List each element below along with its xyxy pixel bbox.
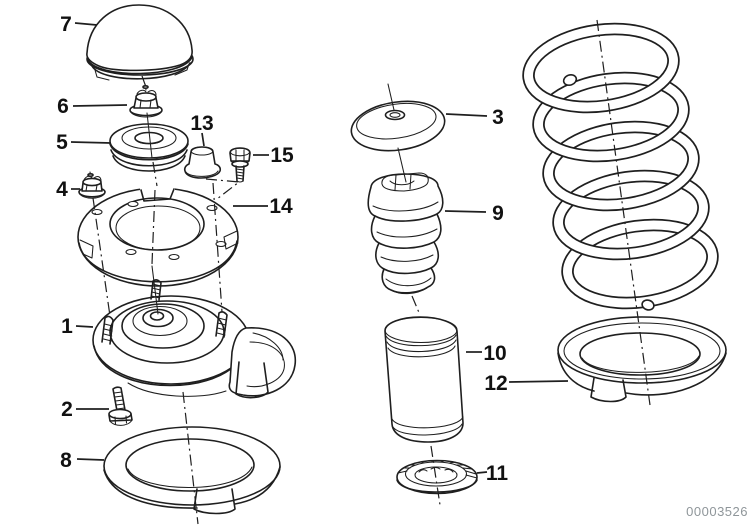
part-support-bearing <box>109 123 189 172</box>
leader-line-7 <box>74 22 98 26</box>
leader-line-11 <box>476 471 488 474</box>
part-lock-nut <box>129 83 163 118</box>
part-retaining-ring <box>396 459 478 495</box>
callout-10: 10 <box>483 342 506 365</box>
leader-line-6 <box>72 104 128 107</box>
callout-11: 11 <box>486 462 509 485</box>
part-rubber-buffer <box>367 172 444 295</box>
part-dust-cap <box>86 4 194 81</box>
part-upper-spring-pad <box>103 426 281 515</box>
callout-8: 8 <box>60 449 72 472</box>
part-washer-cap <box>350 100 446 152</box>
leader-line-5 <box>70 141 112 144</box>
part-bolt-15 <box>229 147 251 183</box>
callout-9: 9 <box>492 202 504 225</box>
callout-14: 14 <box>269 195 293 218</box>
part-nut-4 <box>78 171 106 199</box>
part-guide-support <box>92 279 297 399</box>
part-lower-spring-pad <box>557 316 727 403</box>
part-screw-2 <box>108 386 133 426</box>
spring-wire-end-bottom <box>641 299 655 311</box>
part-protection-tube <box>384 316 464 443</box>
center-lines <box>92 19 651 525</box>
part-reinforcement-plate <box>77 182 239 287</box>
callout-3: 3 <box>492 106 504 129</box>
leader-line-1 <box>75 325 94 328</box>
drawing-number: 00003526 <box>686 504 748 519</box>
leader-line-8 <box>76 458 105 461</box>
leader-lines <box>70 22 569 474</box>
part-cap <box>183 146 222 179</box>
callout-13: 13 <box>190 112 213 135</box>
leader-line-13 <box>201 132 205 147</box>
callout-5: 5 <box>56 131 68 154</box>
callout-6: 6 <box>57 95 69 118</box>
callout-4: 4 <box>56 178 68 201</box>
spring-wire-end-top <box>562 74 578 86</box>
part-coil-spring <box>522 22 719 310</box>
leader-line-9 <box>444 210 487 213</box>
leader-line-12 <box>508 380 569 383</box>
callout-15: 15 <box>270 144 294 167</box>
callout-2: 2 <box>61 398 73 421</box>
callout-1: 1 <box>61 315 73 338</box>
callout-labels: 7 6 5 13 15 4 14 1 2 8 3 9 10 12 11 <box>56 13 508 485</box>
callout-7: 7 <box>60 13 72 36</box>
leader-line-3 <box>445 113 488 117</box>
callout-12: 12 <box>484 372 507 395</box>
